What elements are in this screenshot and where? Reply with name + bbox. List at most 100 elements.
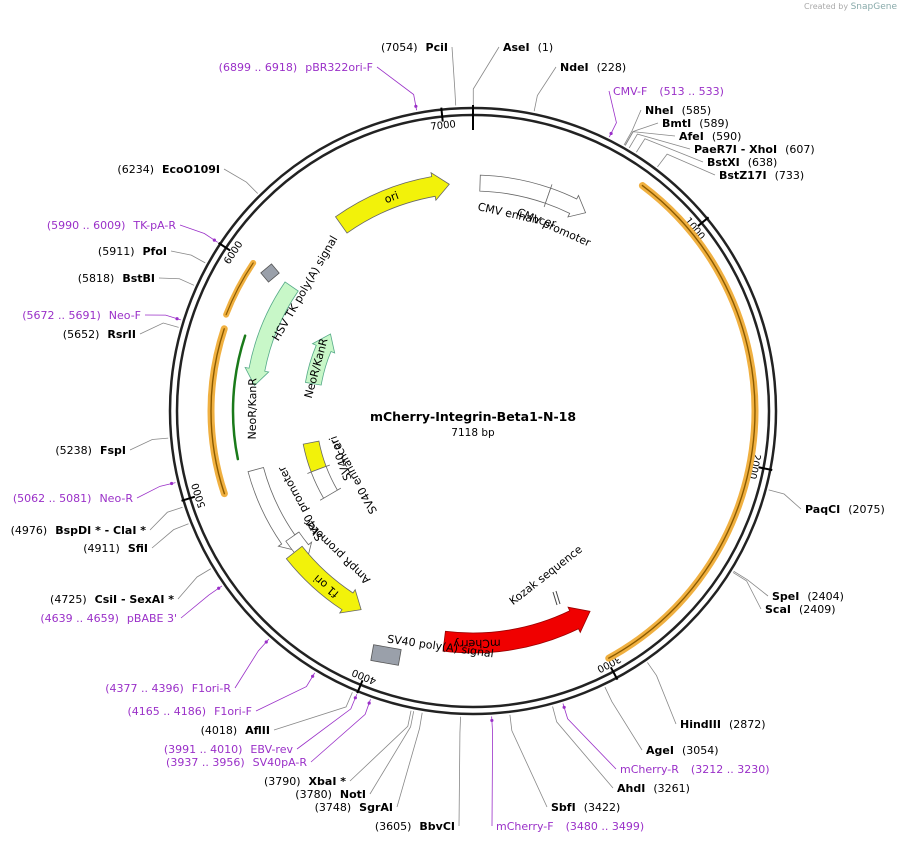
site-position: (3054) <box>682 744 719 757</box>
site-position: (3748) <box>315 801 352 814</box>
plasmid-length: 7118 bp <box>451 427 495 439</box>
site-name: ScaI <box>765 603 791 616</box>
site-leader-bbvci <box>458 716 461 827</box>
site-label-afei: AfeI(590) <box>679 130 741 143</box>
site-leader-paqci <box>768 489 802 510</box>
site-position: (3790) <box>264 775 301 788</box>
primer-name: Neo-F <box>109 309 141 322</box>
site-leader-fspi <box>129 437 169 451</box>
primer-name: pBABE 3' <box>127 612 177 625</box>
primer-marker-mcherry-r <box>562 705 566 709</box>
primer-label-f1ori-r: (4377 .. 4396)F1ori-R <box>105 682 231 695</box>
site-name: PciI <box>426 41 448 54</box>
site-position: (5818) <box>78 272 115 285</box>
primer-label-pbr322ori-f: (6899 .. 6918)pBR322ori-F <box>219 61 373 74</box>
primer-range: (3212 .. 3230) <box>691 763 770 776</box>
site-leader-spei <box>733 570 769 597</box>
orf-line-tk-region <box>225 262 254 316</box>
site-name: PaqCI <box>805 503 840 516</box>
primer-range: (5672 .. 5691) <box>22 309 101 322</box>
site-leader-sfii <box>151 523 189 549</box>
site-name: EcoO109I <box>162 163 220 176</box>
feature-label-mcherry: mCherry <box>453 637 501 651</box>
snapgene-credit: Created by SnapGene <box>804 2 897 12</box>
feature-cmv-promoter <box>544 187 587 218</box>
site-position: (3780) <box>295 788 332 801</box>
site-name: BbvCI <box>419 820 455 833</box>
site-label-csii-sexai: (4725)CsiI - SexAI * <box>50 593 174 606</box>
feature-sv40-enhancer <box>310 465 342 501</box>
site-name: XbaI * <box>309 775 347 788</box>
site-label-fspi: (5238)FspI <box>55 444 126 457</box>
primer-name: SV40pA-R <box>253 756 308 769</box>
primer-range: (5062 .. 5081) <box>13 492 92 505</box>
site-position: (1) <box>538 41 554 54</box>
primer-label-sv40pa-r: (3937 .. 3956)SV40pA-R <box>166 756 307 769</box>
primer-labels: (6899 .. 6918)pBR322ori-F CMV-F(513 .. 53… <box>13 61 770 833</box>
primer-leader-tk-pa-r <box>179 224 218 243</box>
site-label-aflii: (4018)AflII <box>201 724 270 737</box>
feature-label-neor-kanr-outer: NeoR/KanR <box>246 378 260 440</box>
site-name: HindIII <box>680 718 721 731</box>
site-position: (3605) <box>375 820 412 833</box>
tick-mark-6000 <box>217 242 231 252</box>
site-label-ahdi: AhdI(3261) <box>617 782 690 795</box>
primer-marker-pbabe-3 <box>217 586 221 590</box>
site-position: (589) <box>699 117 729 130</box>
kozak-mark-b <box>555 590 561 605</box>
feature-f1-ori <box>285 545 362 614</box>
site-name: RsrII <box>107 328 136 341</box>
site-name: SpeI <box>772 590 799 603</box>
kozak-mark-a <box>552 591 558 606</box>
site-position: (733) <box>775 169 805 182</box>
primer-range: (5990 .. 6009) <box>47 219 126 232</box>
primer-leader-f1ori-r <box>234 638 270 689</box>
site-position: (2409) <box>799 603 836 616</box>
tick-mark-3000 <box>609 666 619 681</box>
tick-mark-4000 <box>356 679 364 694</box>
primer-label-cmv-f: CMV-F(513 .. 533) <box>613 85 724 98</box>
site-leader-nhei <box>623 109 642 146</box>
site-name: NotI <box>340 788 366 801</box>
site-name: BspDI * - ClaI * <box>55 524 146 537</box>
site-name: PaeR7I - XhoI <box>694 143 777 156</box>
site-position: (2404) <box>807 590 844 603</box>
site-leader-pcii <box>451 46 457 106</box>
site-label-bstz17i: BstZ17I(733) <box>719 169 804 182</box>
site-leader-rsrii <box>139 322 179 335</box>
site-leader-bspdi-clai <box>149 506 183 531</box>
site-name: NheI <box>645 104 674 117</box>
site-leader-bstz17i <box>657 153 716 176</box>
site-name: SbfI <box>551 801 576 814</box>
site-position: (4725) <box>50 593 87 606</box>
site-label-agei: AgeI(3054) <box>646 744 719 757</box>
feature-label-kozak: Kozak sequence <box>507 543 585 608</box>
site-label-spei: SpeI (2404) <box>772 590 844 603</box>
site-position: (4018) <box>201 724 238 737</box>
primer-marker-mcherry-f <box>490 718 494 723</box>
primer-marker-ebv-rev <box>353 696 357 700</box>
primer-marker-f1ori-f <box>311 674 315 678</box>
orf-line-mcherry-region <box>608 184 756 659</box>
site-name: NdeI <box>560 61 589 74</box>
primer-leader-neo-r <box>136 482 176 499</box>
tick-mark-7000 <box>440 107 444 122</box>
restriction-site-labels: AseI(1)(7054)PciINdeI(228)NheI(585)BmtI(… <box>11 41 885 833</box>
primer-name: Neo-R <box>99 492 133 505</box>
tick-mark-5000 <box>181 495 196 502</box>
primer-marker-pbr322ori-f <box>414 104 418 108</box>
feature-mcherry <box>442 606 591 654</box>
site-position: (607) <box>785 143 815 156</box>
plasmid-name: mCherry-Integrin-Beta1-N-18 <box>370 409 576 424</box>
site-label-nhei: NheI (585) <box>645 104 711 117</box>
site-name: AfeI <box>679 130 704 143</box>
site-position: (638) <box>748 156 778 169</box>
primer-label-mcherry-f: mCherry-F(3480 .. 3499) <box>496 820 644 833</box>
feature-neor-kanr-inner <box>304 333 336 386</box>
primer-label-ebv-rev: (3991 .. 4010)EBV-rev <box>164 743 294 756</box>
primer-label-f1ori-f: (4165 .. 4186)F1ori-F <box>128 705 253 718</box>
site-position: (3261) <box>653 782 690 795</box>
site-position: (585) <box>682 104 712 117</box>
primer-leader-mcherry-f <box>491 716 494 827</box>
